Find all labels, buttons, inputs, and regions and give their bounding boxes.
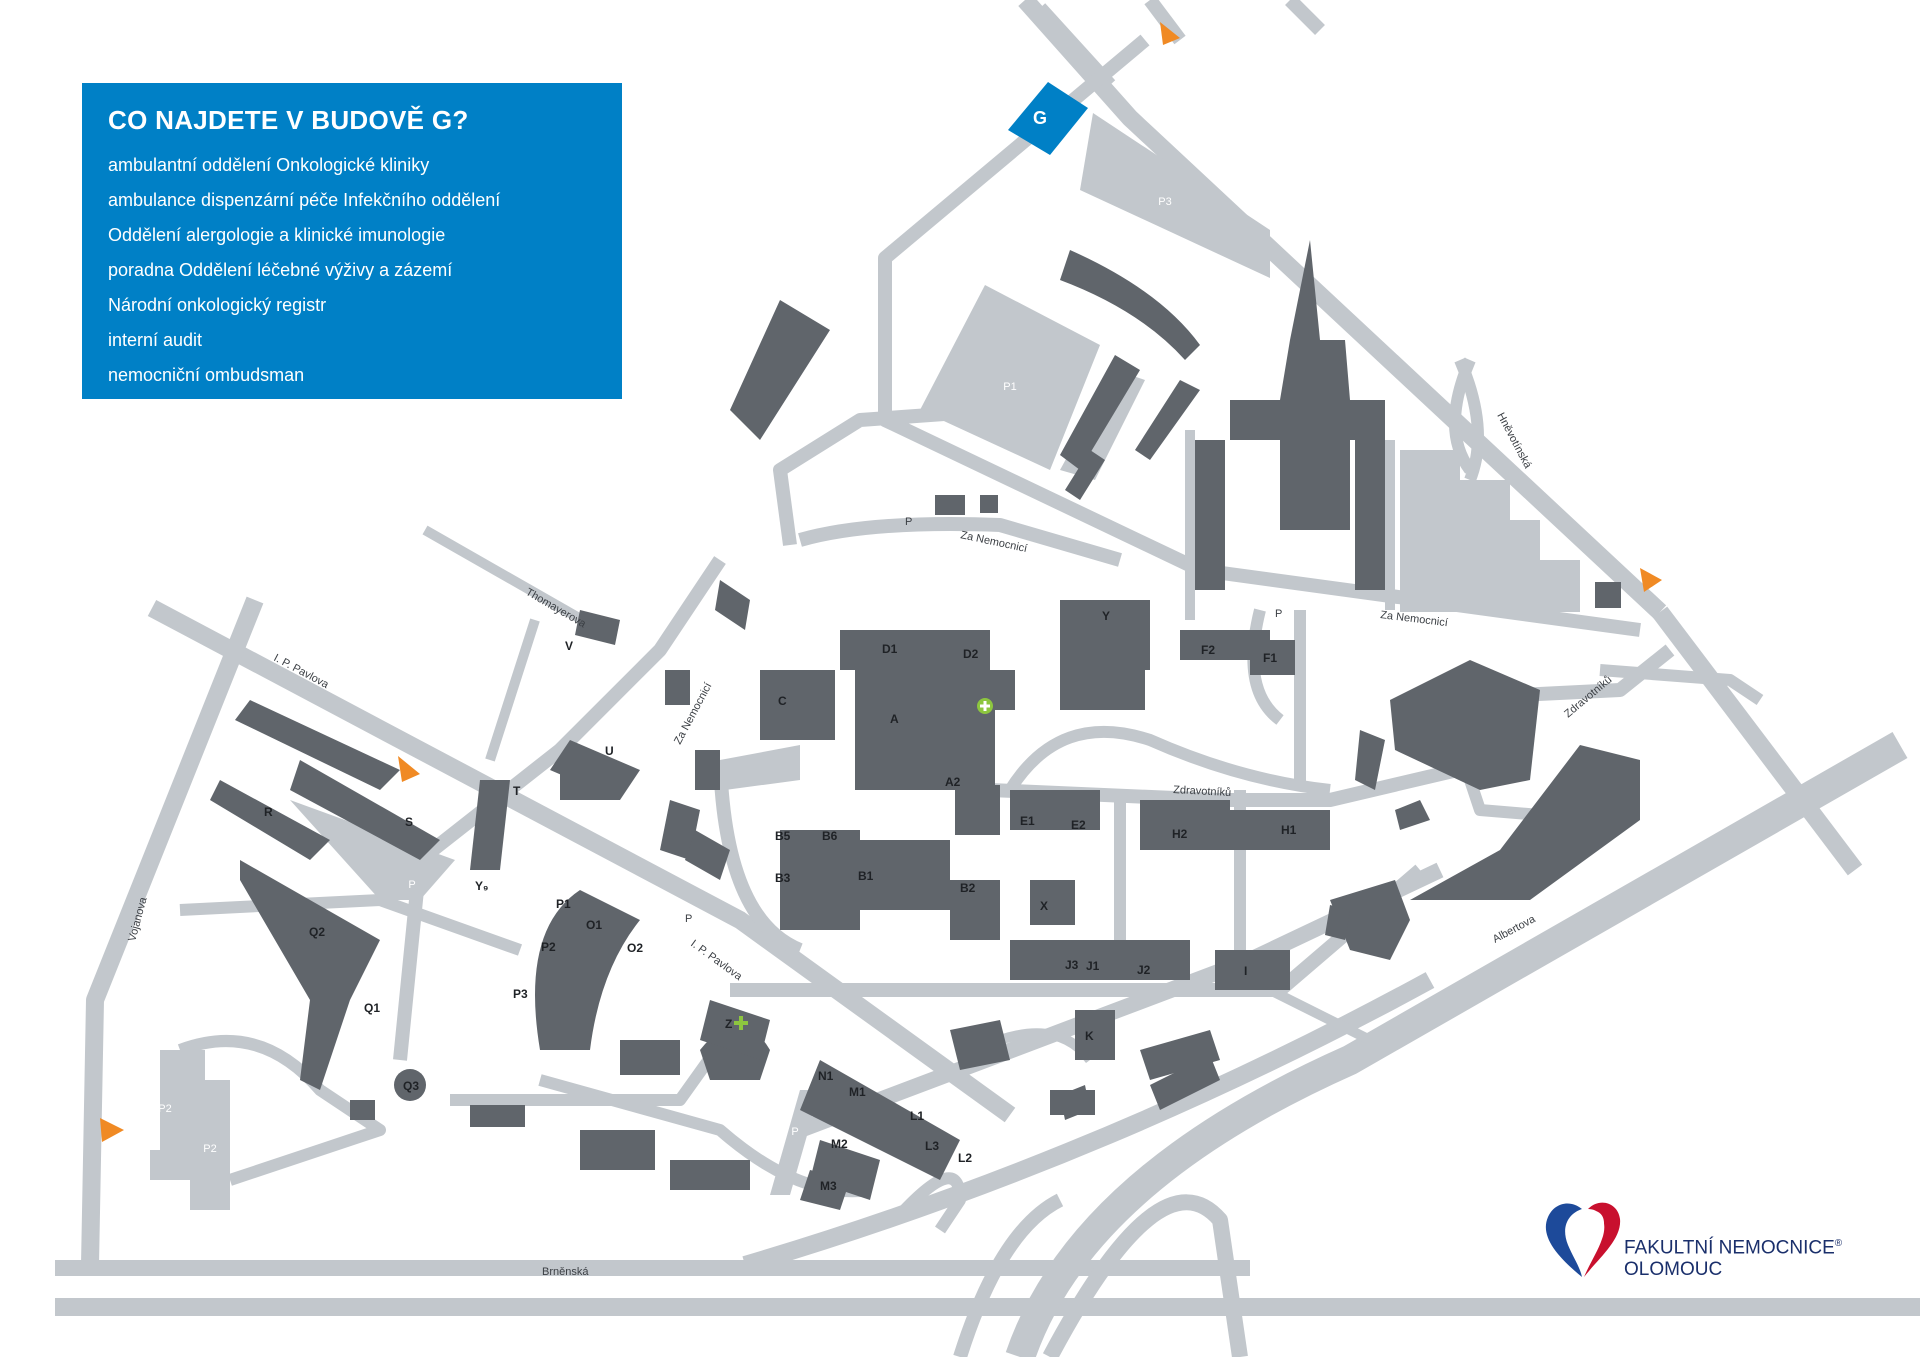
registered-mark: ® bbox=[1834, 1238, 1843, 1249]
logo-line-1: FAKULTNÍ NEMOCNICE bbox=[1624, 1237, 1835, 1259]
street-label: Za Nemocnicí bbox=[1380, 609, 1449, 629]
street-label: Zdravotníků bbox=[1173, 784, 1232, 799]
building-label: A2 bbox=[945, 775, 961, 789]
building-label: B5 bbox=[775, 829, 791, 843]
building-label: Z bbox=[725, 1017, 732, 1031]
building-label: Y₉ bbox=[475, 879, 488, 893]
building-label: H1 bbox=[1281, 823, 1297, 837]
building-label: J3 bbox=[1065, 958, 1079, 972]
entrance-arrows bbox=[100, 22, 1662, 1142]
building-label: F2 bbox=[1201, 643, 1215, 657]
building-label: T bbox=[513, 784, 521, 798]
hospital-logo: FAKULTNÍ NEMOCNICE® OLOMOUC bbox=[1540, 1195, 1860, 1285]
building-label: F1 bbox=[1263, 651, 1277, 665]
parking-label: P2 bbox=[203, 1143, 216, 1155]
building-label: U bbox=[605, 744, 614, 758]
building-label: P3 bbox=[513, 987, 528, 1001]
building-label: A bbox=[890, 712, 899, 726]
building-label: J2 bbox=[1137, 963, 1151, 977]
list-item: interní audit bbox=[108, 330, 203, 350]
list-item: nemocniční ombudsman bbox=[108, 365, 305, 385]
building-G[interactable] bbox=[1008, 82, 1088, 155]
entrance-arrow-north bbox=[1160, 22, 1180, 45]
building-label: S bbox=[405, 815, 413, 829]
parking-label: P bbox=[1275, 608, 1282, 620]
entrance-arrow-east bbox=[1640, 568, 1662, 592]
building-label: L2 bbox=[958, 1151, 972, 1165]
pharmacy-cross-icon bbox=[977, 698, 993, 714]
building-label: I bbox=[1244, 964, 1247, 978]
info-panel-list: ambulantní oddělení Onkologické kliniky … bbox=[108, 148, 596, 393]
entrance-arrow-pavlova bbox=[398, 756, 420, 782]
pharmacy-cross-icon bbox=[734, 1016, 748, 1030]
building-label: M1 bbox=[849, 1085, 866, 1099]
building-label: M3 bbox=[820, 1179, 837, 1193]
building-label: H2 bbox=[1172, 827, 1188, 841]
building-label: D1 bbox=[882, 642, 898, 656]
parking-label: P bbox=[905, 516, 912, 528]
parking-label: P bbox=[791, 1126, 798, 1138]
building-label: K bbox=[1085, 1029, 1094, 1043]
building-label: B2 bbox=[960, 881, 976, 895]
parking-label: P bbox=[408, 879, 415, 891]
logo-text: FAKULTNÍ NEMOCNICE® OLOMOUC bbox=[1624, 1233, 1842, 1281]
building-label: M2 bbox=[831, 1137, 848, 1151]
heart-logo-icon bbox=[1545, 1202, 1621, 1277]
building-label: D2 bbox=[963, 647, 979, 661]
building-label: B1 bbox=[858, 869, 874, 883]
building-label: P2 bbox=[541, 940, 556, 954]
parking-label: P bbox=[685, 913, 692, 925]
building-label: P1 bbox=[556, 897, 571, 911]
building-label: L1 bbox=[910, 1109, 924, 1123]
parking-label: P2 bbox=[158, 1103, 171, 1115]
building-label: J1 bbox=[1086, 959, 1100, 973]
building-label: B6 bbox=[822, 829, 838, 843]
pharmacy-crosses bbox=[734, 698, 993, 1030]
building-label: Q2 bbox=[309, 925, 325, 939]
parking-label: P1 bbox=[1003, 381, 1016, 393]
building-label: N1 bbox=[818, 1069, 834, 1083]
parking-label: P3 bbox=[1158, 196, 1171, 208]
building-label: O1 bbox=[586, 918, 602, 932]
building-label: X bbox=[1040, 899, 1048, 913]
street-label: I. P. Pavlova bbox=[688, 938, 745, 984]
building-label: C bbox=[778, 694, 787, 708]
building-label: O2 bbox=[627, 941, 643, 955]
list-item: ambulantní oddělení Onkologické kliniky bbox=[108, 155, 430, 175]
building-label: Y bbox=[1102, 609, 1110, 623]
logo-line-2: OLOMOUC bbox=[1624, 1259, 1723, 1281]
building-label: V bbox=[565, 639, 573, 653]
entrance-arrow-west bbox=[100, 1118, 124, 1142]
building-label: Q1 bbox=[364, 1001, 380, 1015]
street-label: Brněnská bbox=[542, 1266, 589, 1278]
building-label: R bbox=[264, 805, 273, 819]
list-item: ambulance dispenzární péče Infekčního od… bbox=[108, 190, 501, 210]
building-label: E2 bbox=[1071, 818, 1086, 832]
info-panel-title: CO NAJDETE V BUDOVĚ G? bbox=[108, 105, 469, 135]
list-item: Oddělení alergologie a klinické imunolog… bbox=[108, 225, 446, 245]
info-panel: CO NAJDETE V BUDOVĚ G? ambulantní odděle… bbox=[82, 83, 622, 399]
list-item: poradna Oddělení léčebné výživy a zázemí bbox=[108, 260, 453, 280]
buildings bbox=[210, 82, 1640, 1210]
list-item: Národní onkologický registr bbox=[108, 295, 327, 315]
building-label: Q3 bbox=[403, 1079, 419, 1093]
building-label: L3 bbox=[925, 1139, 939, 1153]
building-label: B3 bbox=[775, 871, 791, 885]
building-label-G: G bbox=[1033, 108, 1047, 128]
building-label: E1 bbox=[1020, 814, 1035, 828]
